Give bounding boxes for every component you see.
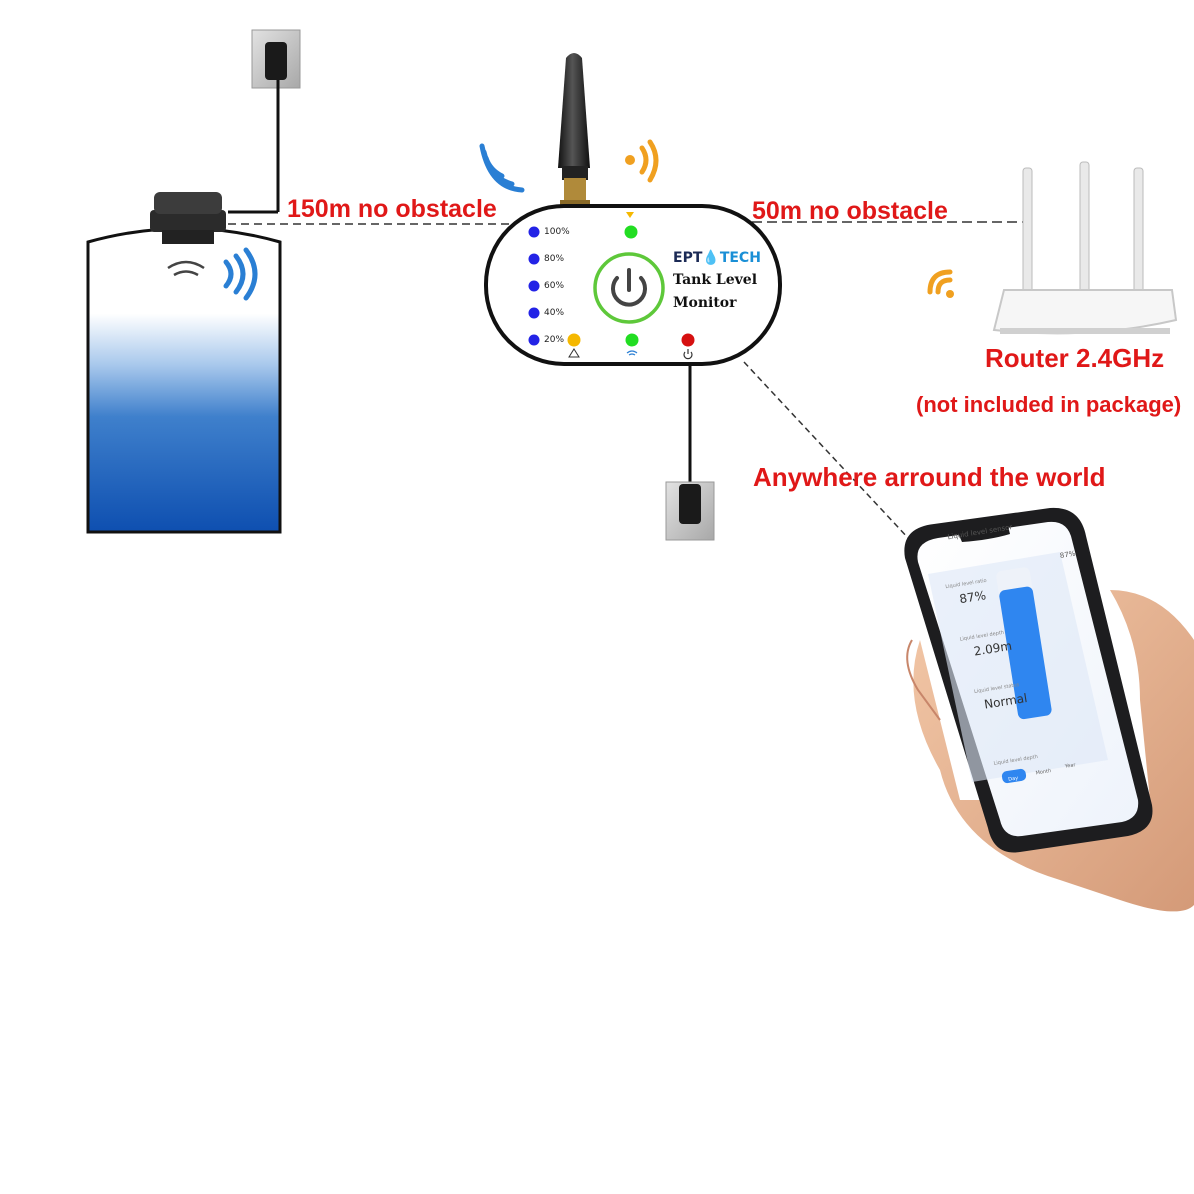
wifi-icon: [626, 350, 638, 356]
status-led-top: [624, 225, 638, 239]
power-button[interactable]: [593, 252, 665, 324]
brand-left: EPT: [673, 250, 703, 266]
wifi-led: [625, 333, 639, 347]
anywhere-label: Anywhere arround the world: [753, 462, 1106, 492]
range-router-label: 50m no obstacle: [752, 197, 948, 225]
power-icon: [611, 276, 647, 307]
router-signal-icon: [927, 269, 954, 298]
tab-month[interactable]: Month: [1035, 768, 1052, 777]
smartphone: [904, 507, 1153, 853]
range-sensor-label: 150m no obstacle: [287, 195, 497, 223]
level-bar: [996, 567, 1052, 720]
level-label-60: 60%: [544, 281, 565, 291]
broadcast-signal-icon: [625, 139, 659, 183]
tab-year[interactable]: Year: [1064, 762, 1076, 770]
level-label-20: 20%: [544, 335, 565, 345]
level-label-40: 40%: [544, 308, 565, 318]
level-label-100: 100%: [544, 227, 570, 237]
device-title-line1: Tank Level: [673, 272, 758, 288]
status-value: Normal: [983, 690, 1029, 712]
ratio-value: 87%: [958, 588, 987, 607]
warning-icon: [568, 348, 580, 358]
level-led-60: [528, 280, 540, 292]
router-note-label: (not included in package): [916, 392, 1182, 417]
router-label: Router 2.4GHz: [985, 343, 1165, 373]
antenna: [558, 53, 590, 208]
wall-socket-top: [228, 29, 301, 214]
depth-value: 2.09m: [972, 638, 1013, 659]
power-led: [681, 333, 695, 347]
app-header: Liquid level sensor: [947, 523, 1013, 542]
level-led-20: [528, 334, 540, 346]
link-hub-phone: [743, 361, 911, 541]
brand-logo: EPT💧TECH: [673, 250, 761, 266]
device-title-line2: Monitor: [673, 295, 737, 311]
wifi-router: [992, 161, 1178, 335]
level-led-40: [528, 307, 540, 319]
tab-day-bg: [1001, 768, 1027, 784]
level-led-80: [528, 253, 540, 265]
water-tank: [86, 227, 282, 534]
ultrasonic-sensor: [150, 192, 226, 244]
history-label: Liquid level depth: [993, 753, 1039, 767]
level-led-100: [528, 226, 540, 238]
tank-monitor-hub: [484, 204, 782, 366]
wifi-signal-icon: [479, 143, 525, 193]
tab-day[interactable]: Day: [1007, 775, 1019, 783]
bar-value: 87%: [1059, 549, 1076, 560]
warning-led: [567, 333, 581, 347]
brand-right: TECH: [719, 250, 761, 266]
sensor-wave-icon: [167, 260, 205, 277]
wireless-signal-icon: [223, 247, 258, 301]
level-label-80: 80%: [544, 254, 565, 264]
wall-socket-bottom: [665, 481, 715, 541]
water-drop-icon: 💧: [702, 250, 720, 266]
power-small-icon: [683, 349, 693, 360]
